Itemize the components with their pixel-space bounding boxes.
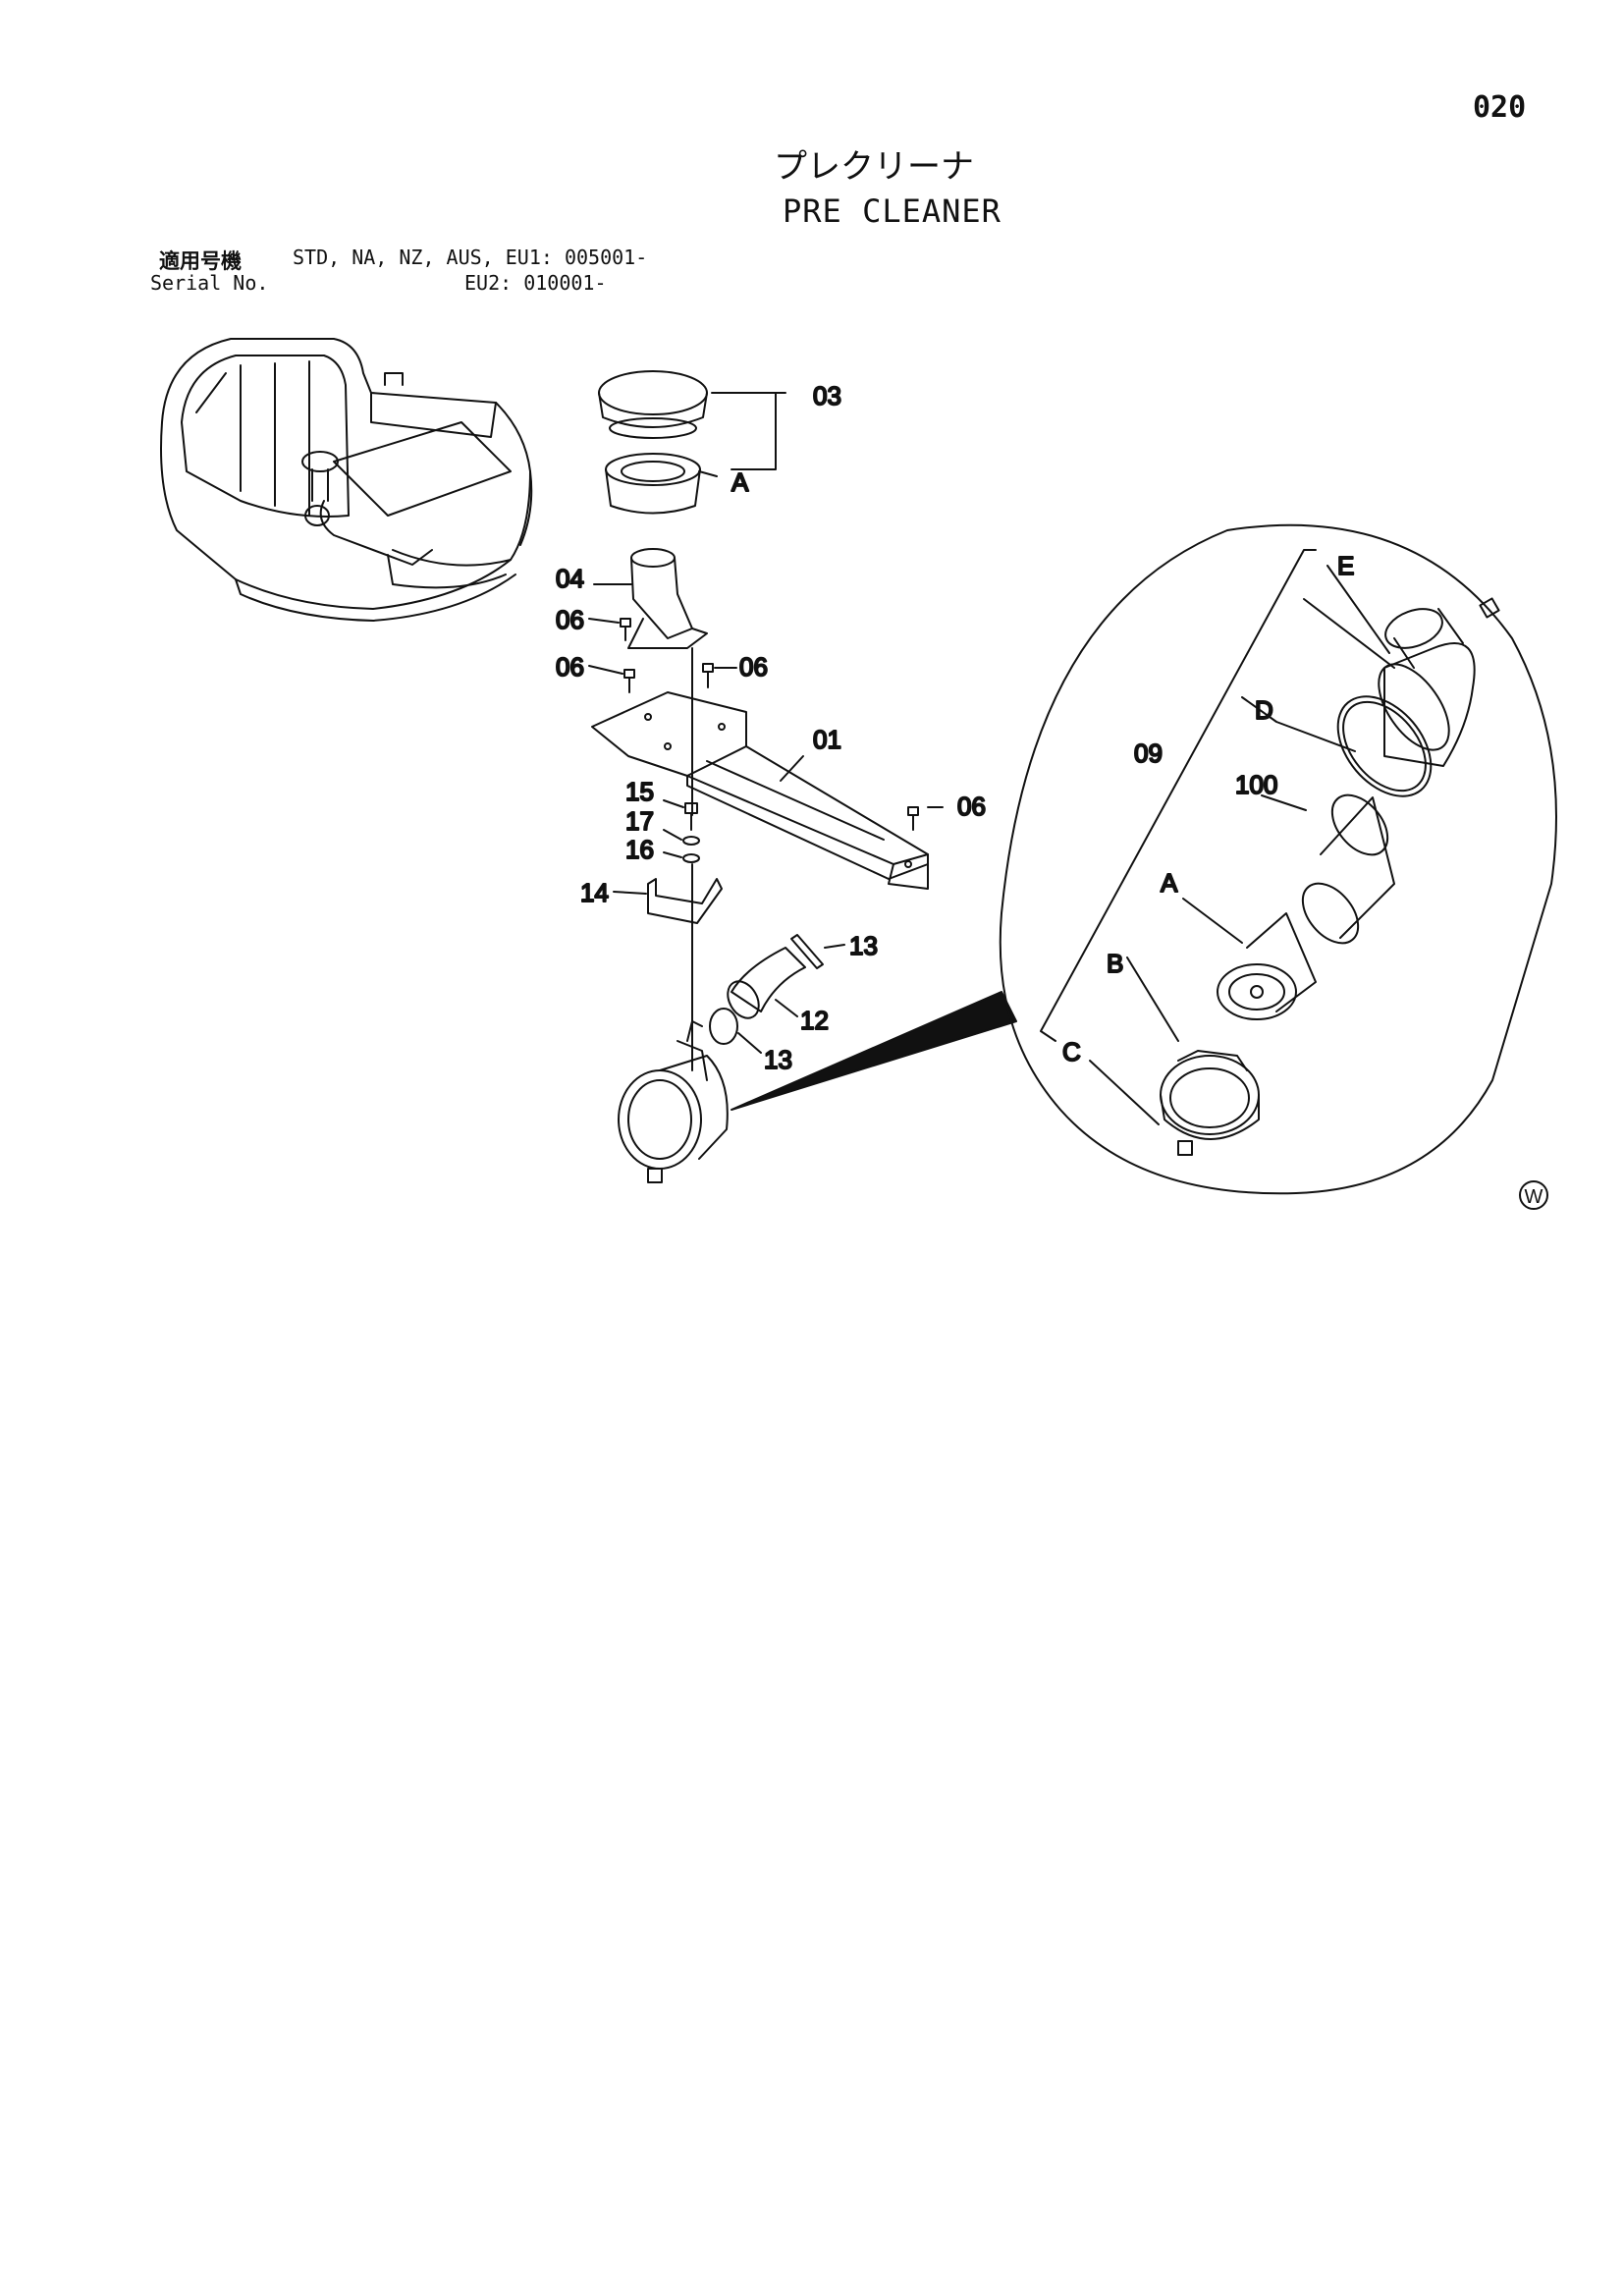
- detail-oval: [999, 523, 1557, 1195]
- leader-01: [780, 755, 804, 782]
- callout-03: 03: [813, 381, 841, 410]
- page-title-japanese: プレクリーナ: [774, 147, 974, 187]
- bolt-06: [620, 618, 919, 831]
- air-cleaner-small: [618, 1020, 729, 1183]
- circled-w-mark: W: [1519, 1180, 1548, 1210]
- leaders-12-13: [737, 944, 845, 1054]
- callout-a: A: [1161, 868, 1178, 898]
- page-number: 020: [1473, 90, 1527, 125]
- callout-04: 04: [556, 564, 584, 593]
- leader-100: [1261, 794, 1307, 811]
- callout-15: 15: [625, 777, 654, 806]
- callout-100: 100: [1235, 770, 1277, 799]
- leader-b: [1126, 957, 1179, 1042]
- callout-13: 13: [764, 1045, 792, 1074]
- callout-06: 06: [739, 652, 768, 682]
- leader-c: [1089, 1060, 1160, 1125]
- callout-06: 06: [556, 652, 584, 682]
- part-100-inner-element: [1301, 793, 1395, 945]
- serial-range-1: STD, NA, NZ, AUS, EU1: 005001-: [293, 246, 648, 269]
- leader-e: [1303, 565, 1395, 669]
- part-14-bracket: [647, 878, 723, 924]
- leader-03: [698, 392, 786, 477]
- serial-label: Serial No.: [150, 271, 269, 295]
- callout-09: 09: [1134, 738, 1163, 768]
- part-13-clamp: [709, 934, 824, 1045]
- page-title: PRE CLEANER: [783, 192, 1001, 230]
- leader-a: [1182, 898, 1243, 944]
- part-a-outer-element: [1217, 912, 1317, 1020]
- parts-15-16-17: [682, 802, 700, 863]
- part-c-valve: [1177, 1140, 1193, 1156]
- callout-c: C: [1062, 1037, 1081, 1066]
- callout-d: D: [1255, 695, 1273, 725]
- callout-a-top: A: [731, 467, 749, 497]
- leaders-06: [588, 618, 944, 808]
- part-d-gasket-ring: [1336, 695, 1433, 797]
- part-03-precleaner-cap: [598, 370, 708, 439]
- detail-bracket-09: [1040, 549, 1317, 1042]
- callout-16: 16: [625, 835, 654, 864]
- callout-14: 14: [580, 878, 609, 907]
- leader-14: [613, 891, 647, 895]
- callout-12: 12: [800, 1006, 829, 1035]
- callout-06: 06: [957, 792, 986, 821]
- callout-e: E: [1337, 551, 1354, 580]
- air-cleaner-housing: [1378, 597, 1500, 767]
- part-01-bracket: [591, 691, 929, 890]
- callout-06: 06: [556, 605, 584, 634]
- leader-d: [1241, 696, 1356, 752]
- mark-letter: W: [1525, 1186, 1543, 1208]
- serial-range-2: EU2: 010001-: [464, 271, 607, 295]
- part-a-cone: [605, 453, 701, 515]
- leaders-15-16-17: [663, 799, 684, 858]
- excavator-overview: [160, 338, 533, 622]
- part-04-elbow-pipe: [593, 548, 708, 649]
- detail-pointer: [731, 991, 1017, 1111]
- callout-17: 17: [625, 806, 654, 836]
- part-b-cover: [1160, 1050, 1260, 1140]
- callout-b: B: [1107, 949, 1123, 978]
- serial-label-japanese: 適用号機: [159, 249, 242, 273]
- callout-01: 01: [813, 725, 841, 754]
- part-12-hose: [727, 947, 806, 1019]
- callout-13: 13: [849, 931, 878, 960]
